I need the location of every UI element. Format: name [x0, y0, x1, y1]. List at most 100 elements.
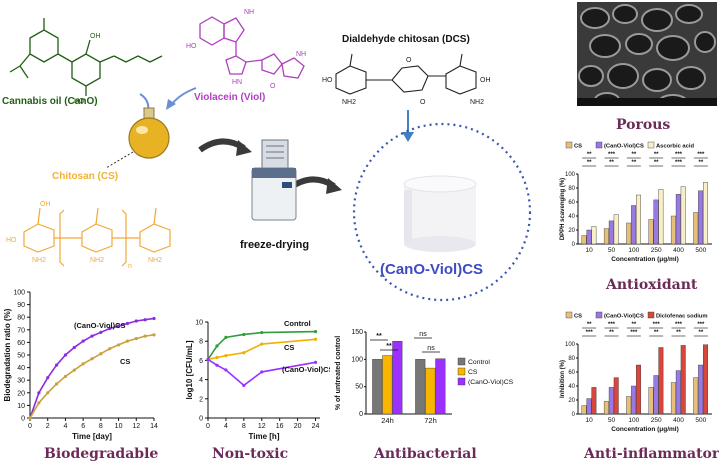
y-tick-label: 80: [568, 356, 575, 362]
cs-oh1: OH: [40, 201, 51, 208]
significance-label: **: [587, 152, 592, 158]
series-point: [224, 368, 228, 372]
y-tick-label: 0: [572, 242, 576, 248]
title-biodegradable: Biodegradable: [44, 446, 159, 462]
x-tick-label: 400: [673, 247, 684, 254]
series-point: [99, 330, 103, 334]
bar: [415, 359, 426, 415]
series-point: [63, 374, 68, 379]
y-tick-label: 100: [565, 342, 576, 348]
significance-label: **: [386, 343, 392, 350]
title-porous: Porous: [616, 117, 671, 133]
series-point: [215, 363, 219, 367]
series-point: [134, 337, 138, 341]
y-tick-label: 0: [572, 412, 576, 418]
bar: [648, 219, 654, 245]
significance-label: **: [587, 160, 592, 166]
bar: [670, 215, 676, 245]
series-line: [207, 338, 316, 361]
series-point: [37, 391, 41, 395]
viol-hn: HN: [232, 79, 242, 86]
y-tick-label: 10: [195, 320, 203, 327]
legend-swatch: [457, 357, 466, 366]
bar: [608, 220, 614, 245]
series-point: [46, 376, 50, 380]
legend-swatch: [647, 311, 655, 319]
y-axis-label: % of untreated control: [335, 336, 342, 410]
bar: [693, 212, 699, 245]
y-tick-label: 4: [199, 377, 203, 384]
significance-label: **: [587, 322, 592, 328]
bar: [613, 377, 619, 415]
series-point: [260, 330, 264, 335]
bar: [698, 364, 704, 415]
y-tick-label: 80: [17, 315, 25, 322]
x-tick-label: 400: [673, 417, 684, 424]
x-tick-label: 14: [150, 423, 158, 430]
x-tick-label: 500: [695, 247, 706, 254]
x-tick-label: 8: [242, 423, 246, 430]
significance-label: ns: [427, 345, 435, 352]
cs-nh2-3: NH2: [148, 257, 162, 264]
bar: [670, 382, 676, 415]
y-tick-label: 90: [17, 302, 25, 309]
y-tick-label: 100: [351, 356, 363, 363]
bar: [658, 189, 664, 245]
series-point: [46, 391, 50, 395]
bar: [626, 222, 632, 245]
legend-label: (CanO-Viol)CS: [604, 314, 644, 320]
violacein-molecule: [199, 16, 305, 79]
legend-swatch: [647, 141, 655, 149]
label-freeze-drying: freeze-drying: [240, 239, 310, 251]
legend-label: (CanO-Viol)CS: [468, 379, 514, 386]
cs-ho1: HO: [6, 237, 17, 244]
significance-label: **: [654, 330, 659, 336]
y-tick-label: 20: [17, 390, 25, 397]
x-tick-label: 8: [99, 423, 103, 430]
viol-ho: HO: [186, 43, 197, 50]
bar: [693, 377, 699, 415]
significance-label: ***: [675, 160, 683, 166]
x-axis-label: Concentration (μg/ml): [611, 256, 679, 263]
bar: [658, 347, 664, 415]
y-tick-label: 60: [568, 370, 575, 376]
x-tick-label: 12: [132, 423, 140, 430]
bar: [603, 228, 609, 245]
y-tick-label: 40: [568, 214, 575, 220]
y-tick-label: 0: [359, 411, 363, 418]
x-tick-label: 10: [586, 417, 594, 424]
title-non-toxic: Non-toxic: [212, 446, 289, 462]
bar: [425, 367, 436, 415]
x-tick-label: 0: [206, 423, 210, 430]
y-tick-label: 2: [199, 396, 203, 403]
label-cs: Chitosan (CS): [52, 171, 119, 182]
series-point: [206, 357, 210, 362]
y-tick-label: 40: [17, 365, 25, 372]
bar: [382, 355, 393, 415]
bar: [698, 190, 704, 245]
y-tick-label: 150: [351, 329, 363, 336]
series-point: [313, 337, 318, 341]
legend-label: Ascorbic acid: [656, 144, 694, 150]
series-point: [224, 335, 228, 339]
legend-swatch: [457, 367, 466, 376]
series-point: [116, 343, 121, 347]
title-antioxidant: Antioxidant: [606, 277, 698, 293]
dcs-o1: O: [406, 57, 412, 64]
significance-label: **: [698, 160, 703, 166]
bar: [675, 370, 681, 415]
legend-swatch: [595, 311, 603, 319]
x-tick-label: 100: [628, 417, 639, 424]
series-point: [90, 357, 94, 361]
dcs-nh2-1: NH2: [342, 99, 356, 106]
bar: [613, 214, 619, 245]
x-axis-label: Time [h]: [249, 432, 280, 441]
legend-swatch: [565, 141, 573, 149]
x-tick-label: 24: [312, 423, 320, 430]
y-tick-label: 0: [199, 416, 203, 423]
y-axis-label: Biodegradation ratio (%): [3, 308, 12, 401]
